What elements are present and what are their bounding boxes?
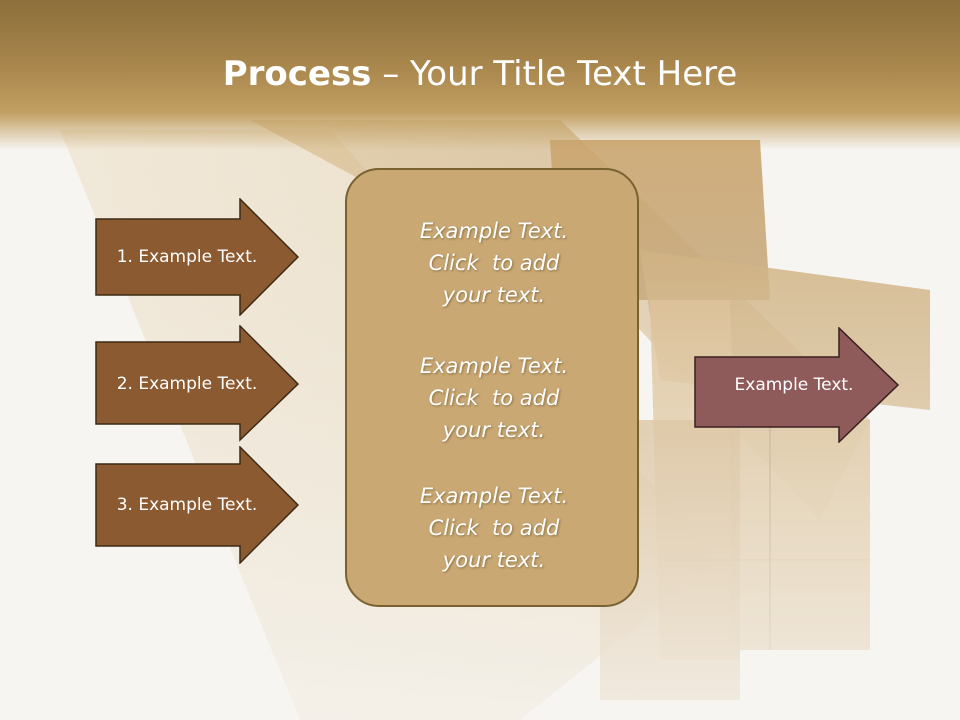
- center-text-box[interactable]: Example Text. Click to add your text. Ex…: [345, 168, 639, 607]
- step-arrow-3[interactable]: 3. Example Text.: [95, 446, 299, 564]
- center-block-3-line1: Example Text.: [419, 484, 569, 508]
- arrow-right-icon: [95, 325, 299, 442]
- center-block-1: Example Text. Click to add your text.: [347, 215, 641, 311]
- step-arrow-1[interactable]: 1. Example Text.: [95, 198, 299, 316]
- center-block-2-line2: Click to add: [428, 386, 560, 410]
- center-block-3-line3: your text.: [442, 548, 546, 572]
- step-label-3: 3. Example Text.: [116, 495, 258, 515]
- result-arrow[interactable]: Example Text.: [694, 327, 900, 443]
- center-block-3-line2: Click to add: [428, 516, 560, 540]
- title-bold: Process: [222, 54, 372, 94]
- center-block-2-line3: your text.: [442, 418, 546, 442]
- step-arrow-2[interactable]: 2. Example Text.: [95, 325, 299, 443]
- center-block-1-line1: Example Text.: [419, 219, 569, 243]
- result-label: Example Text.: [734, 375, 854, 395]
- center-block-1-line3: your text.: [442, 283, 546, 307]
- center-block-3: Example Text. Click to add your text.: [347, 480, 641, 576]
- center-block-2: Example Text. Click to add your text.: [347, 350, 641, 446]
- title-rest: – Your Title Text Here: [371, 54, 738, 94]
- slide-title[interactable]: Process – Your Title Text Here: [0, 52, 960, 96]
- center-block-2-line1: Example Text.: [419, 354, 569, 378]
- header-band: [0, 0, 960, 150]
- arrow-right-icon: [95, 198, 299, 316]
- arrow-right-icon: [694, 327, 900, 443]
- step-label-2: 2. Example Text.: [116, 374, 258, 394]
- center-block-1-line2: Click to add: [428, 251, 560, 275]
- step-label-1: 1. Example Text.: [116, 247, 258, 267]
- arrow-right-icon: [95, 446, 299, 564]
